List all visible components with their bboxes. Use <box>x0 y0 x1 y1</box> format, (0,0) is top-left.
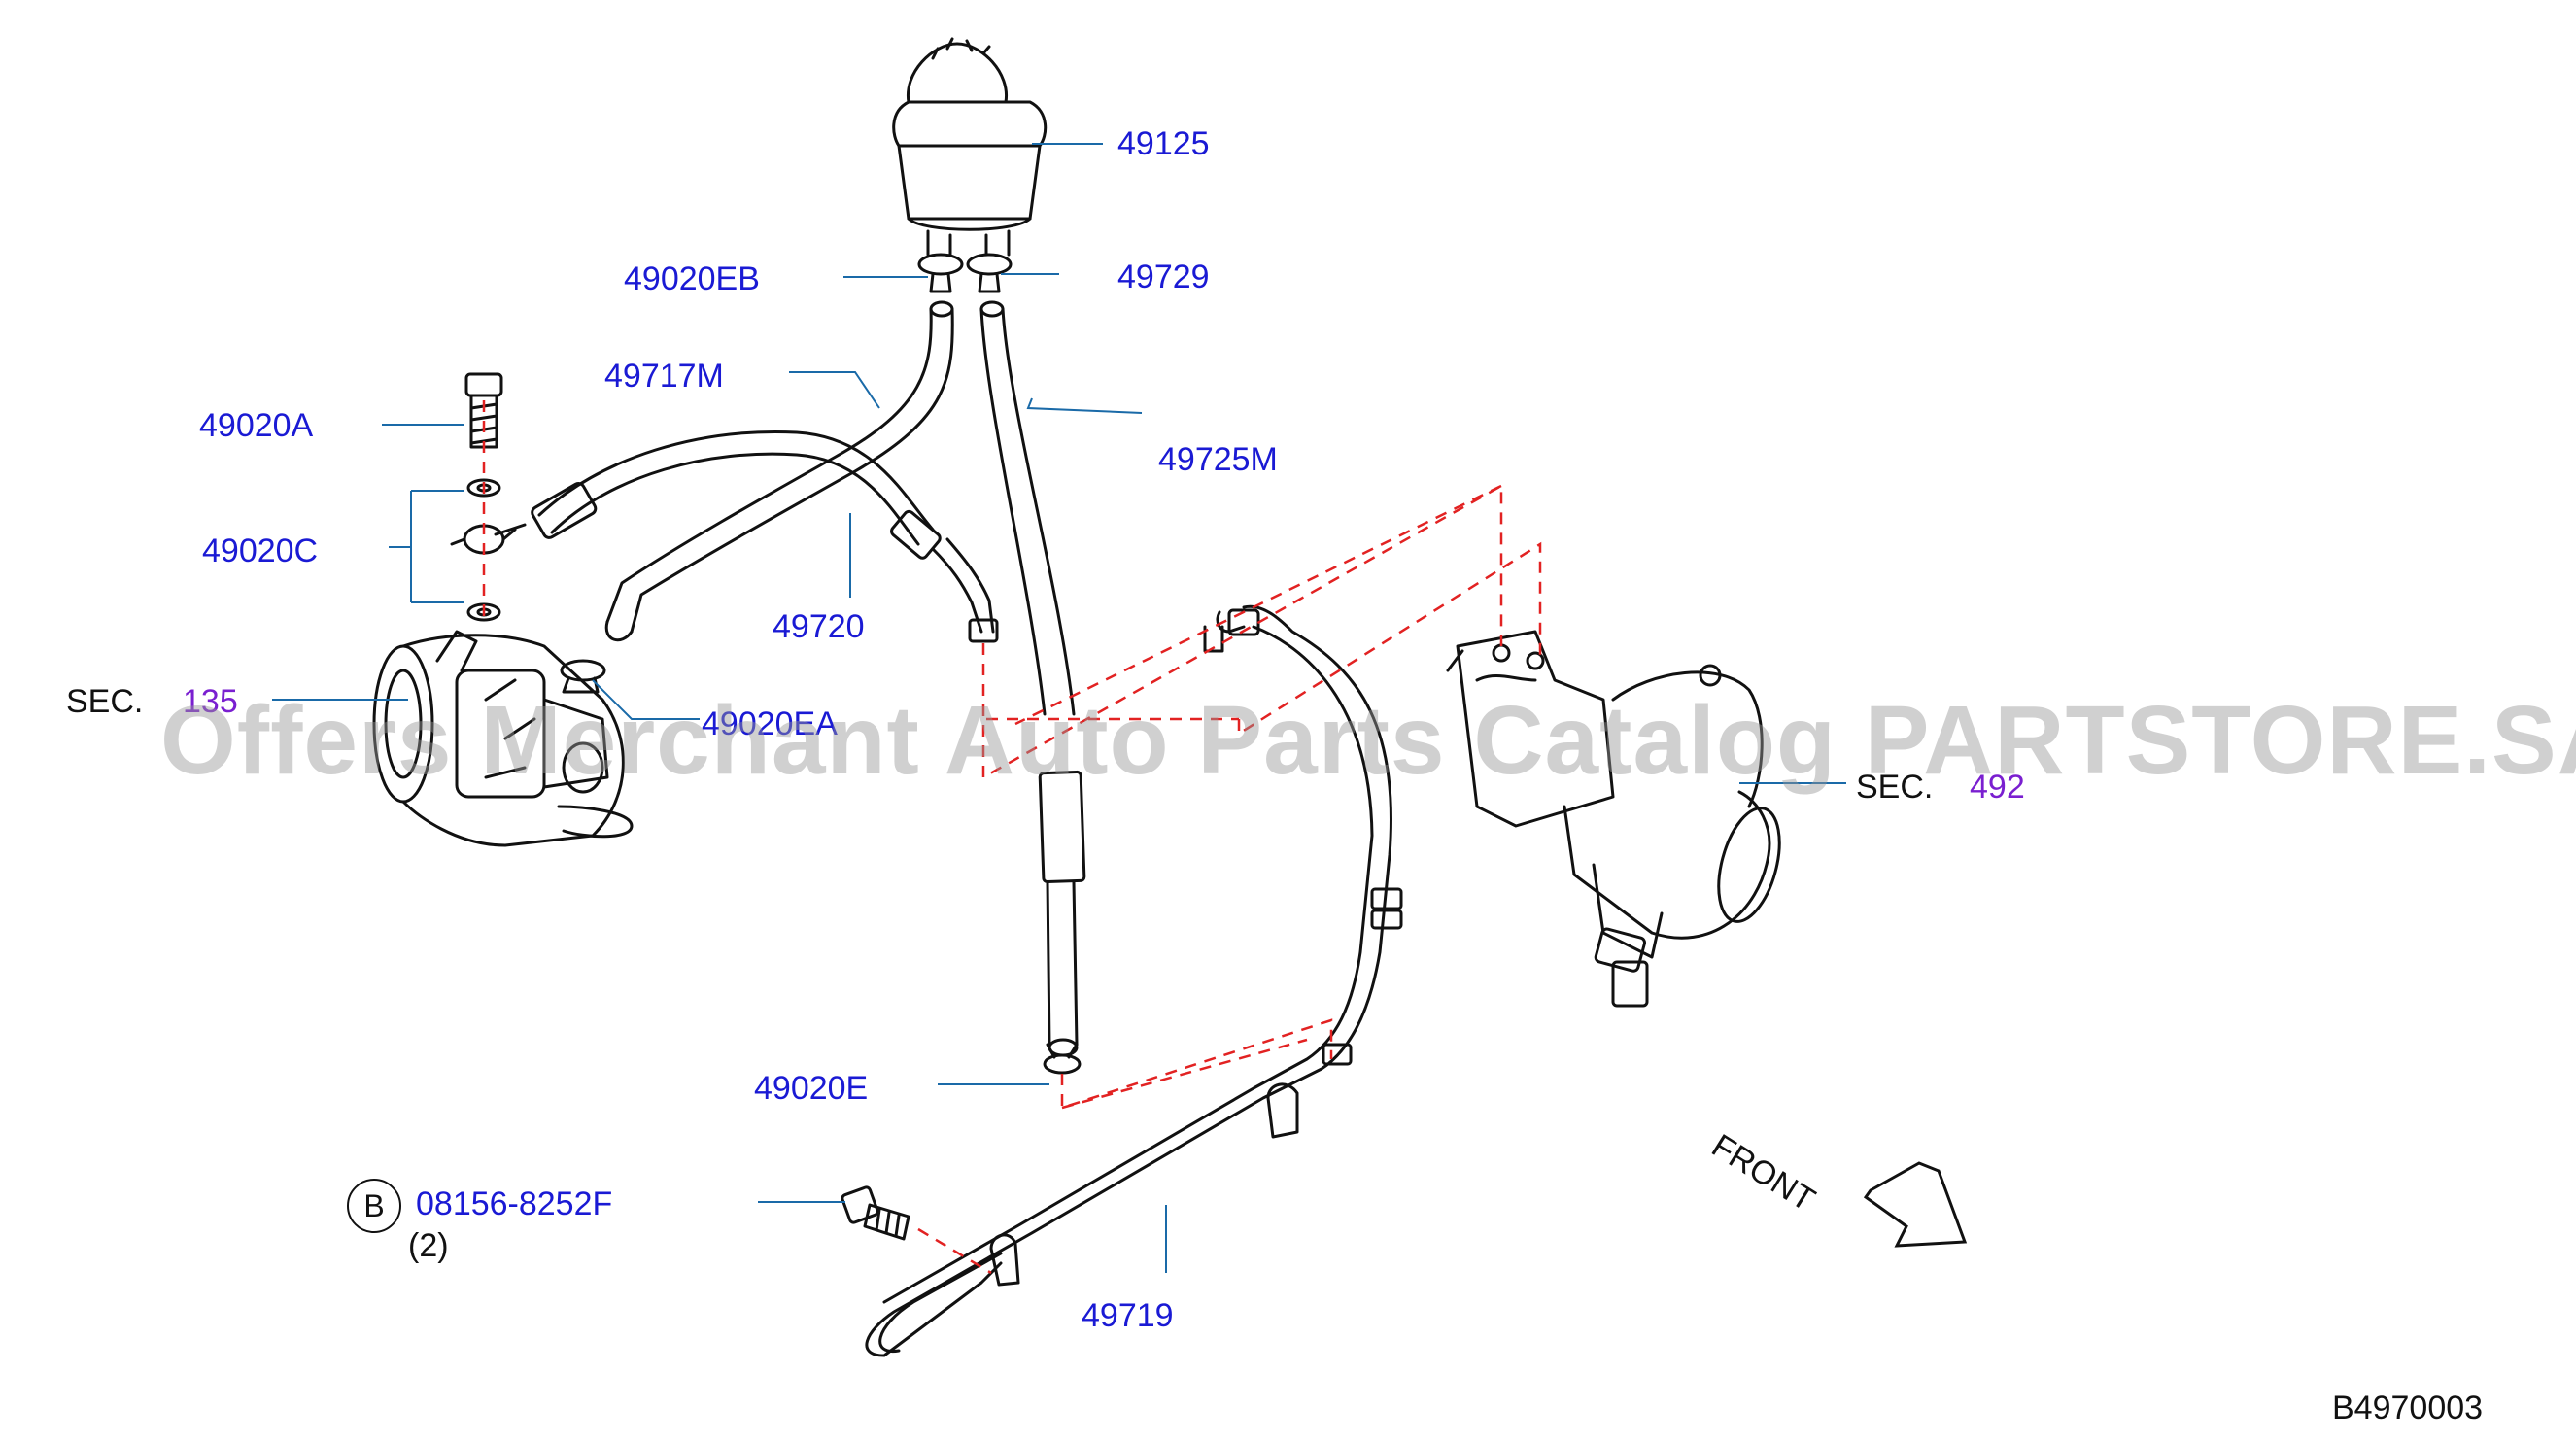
pump-icon <box>372 630 634 847</box>
section-link-135[interactable]: 135 <box>183 683 238 720</box>
part-label-49729[interactable]: 49729 <box>1117 258 1210 295</box>
part-label-49020eb[interactable]: 49020EB <box>624 260 760 297</box>
part-label-49020c[interactable]: 49020C <box>202 532 319 569</box>
hose-clamp-icon <box>560 659 606 694</box>
diagram-code: B4970003 <box>2332 1390 2484 1426</box>
part-label-49020ea[interactable]: 49020EA <box>702 705 838 742</box>
bolt-badge: B <box>347 1179 401 1233</box>
part-label-49725m[interactable]: 49725M <box>1158 441 1278 478</box>
section-prefix-right: SEC. <box>1856 769 1934 806</box>
part-label-49717m[interactable]: 49717M <box>604 358 724 395</box>
flange-bolt-icon <box>841 1185 910 1241</box>
part-label-49125[interactable]: 49125 <box>1117 125 1210 162</box>
reservoir-icon <box>892 37 1048 257</box>
hose-clamp-icon <box>1043 1043 1082 1075</box>
bolt-quantity: (2) <box>408 1227 449 1264</box>
part-label-49020e[interactable]: 49020E <box>754 1070 869 1107</box>
part-label-49020a[interactable]: 49020A <box>199 407 314 444</box>
steering-gear-icon <box>1446 630 1781 1008</box>
part-label-49719[interactable]: 49719 <box>1082 1297 1174 1334</box>
front-arrow-icon <box>1863 1161 1968 1248</box>
hose-clamp-icon <box>917 253 1013 293</box>
section-prefix-left: SEC. <box>66 683 144 720</box>
section-link-492[interactable]: 492 <box>1970 769 2025 806</box>
part-label-49720[interactable]: 49720 <box>773 608 865 645</box>
part-label-08156-8252f[interactable]: 08156-8252F <box>416 1185 613 1222</box>
